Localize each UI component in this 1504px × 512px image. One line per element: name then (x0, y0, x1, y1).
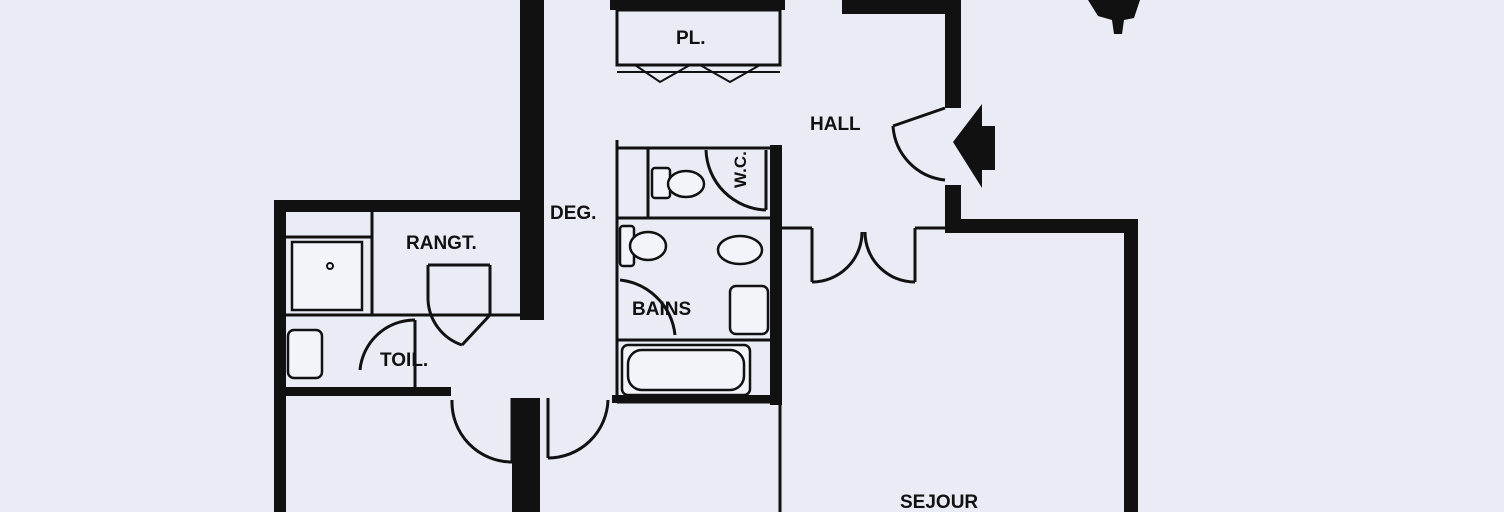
wall-sejour-top (945, 219, 1137, 233)
partitions (286, 0, 945, 512)
room-label-pl: PL. (676, 28, 706, 49)
wall-deg-left (520, 0, 544, 320)
wall-sejour-right (1124, 219, 1138, 512)
fixtures (286, 166, 770, 397)
wall-top-stub (842, 0, 946, 14)
entry-arrow-icon (953, 104, 995, 188)
room-label-deg: DEG. (550, 203, 596, 224)
urinal-icon (716, 234, 764, 266)
room-label-sejour: SEJOUR (900, 492, 978, 512)
wall-hall-right (945, 0, 961, 108)
room-label-hall: HALL (810, 114, 861, 135)
shower-tray-icon (290, 240, 364, 312)
placard-bifold-doors (634, 64, 761, 84)
wall-west-left (274, 200, 286, 512)
north-compass-icon (1088, 0, 1140, 34)
toil-sink-icon (286, 328, 324, 380)
doors (358, 106, 946, 464)
room-label-rangt: RANGT. (406, 233, 477, 254)
bains-sink-icon (728, 284, 770, 336)
room-labels: PL. HALL W.C. DEG. RANGT. BAINS TOIL. SE… (380, 28, 978, 512)
wall-deg-left-lower (518, 398, 540, 512)
wall-pl-top (610, 0, 785, 10)
wall-west-top (274, 200, 524, 212)
sejour-double-door (811, 231, 864, 284)
room-label-toil: TOIL. (380, 350, 428, 371)
room-label-bains: BAINS (632, 299, 691, 320)
room-label-wc: W.C. (731, 151, 750, 188)
walls (274, 0, 1138, 512)
entry-door-leaf (892, 106, 946, 128)
wall-hall-right-lower (945, 185, 961, 230)
